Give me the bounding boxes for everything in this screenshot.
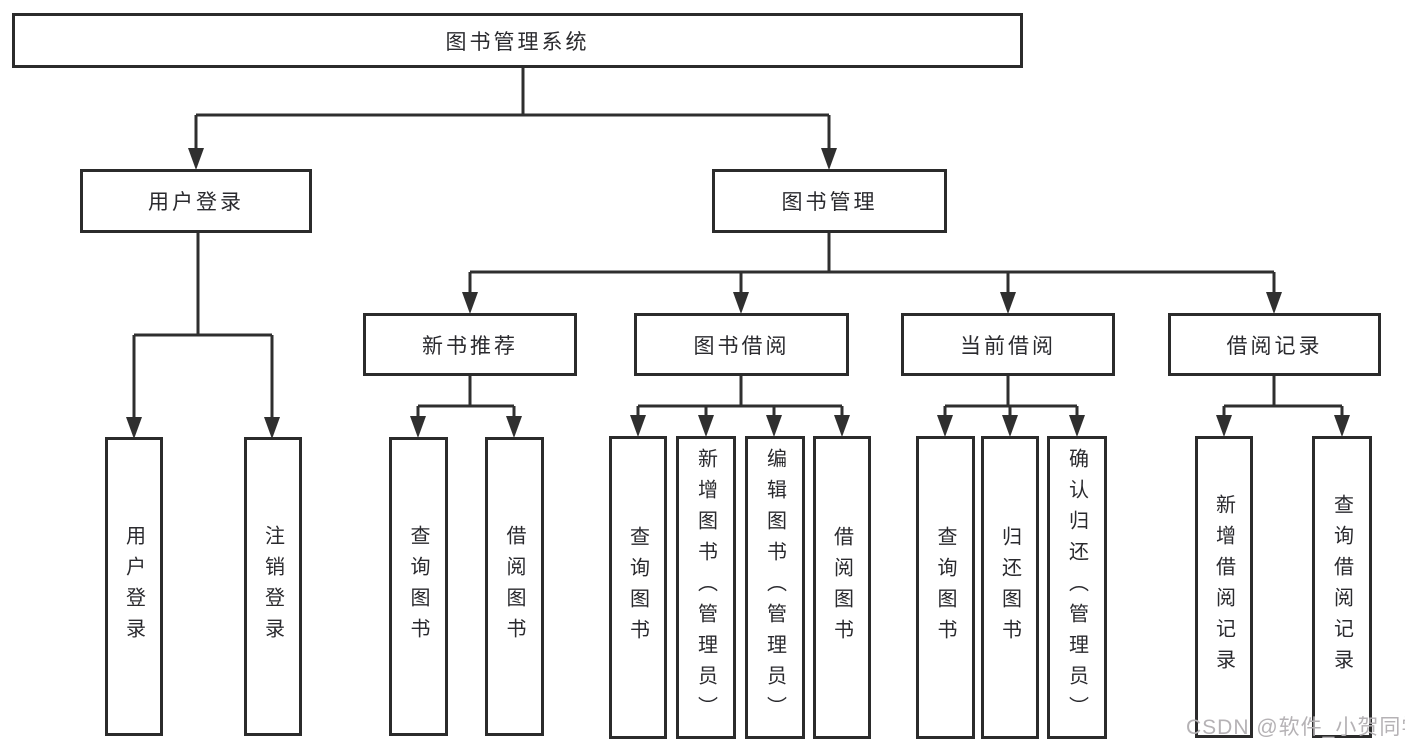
connector-root-split xyxy=(188,68,837,170)
csdn-watermark: CSDN @软件_小贺同学 xyxy=(1186,716,1405,739)
connector-current-borrow-split xyxy=(937,376,1085,437)
connector-borrow-records-split xyxy=(1216,376,1350,437)
leaf-recommend-query-book: 查询图书 xyxy=(389,437,448,736)
leaf-current-query-book: 查询图书 xyxy=(916,436,975,739)
node-root: 图书管理系统 xyxy=(12,13,1023,68)
node-borrow-records: 借阅记录 xyxy=(1168,313,1381,376)
node-book-borrow: 图书借阅 xyxy=(634,313,849,376)
connector-user-login-split xyxy=(126,233,280,439)
connector-book-management-split xyxy=(462,233,1282,314)
leaf-user-login: 用户登录 xyxy=(105,437,163,736)
connector-new-book-recommend-split xyxy=(410,376,522,438)
leaf-return-book: 归还图书 xyxy=(981,436,1039,739)
node-current-borrow: 当前借阅 xyxy=(901,313,1115,376)
leaf-add-book-admin: 新增图书（管理员） xyxy=(676,436,736,739)
leaf-borrow-book: 借阅图书 xyxy=(813,436,871,739)
leaf-confirm-return-admin: 确认归还（管理员） xyxy=(1047,436,1107,739)
leaf-edit-book-admin: 编辑图书（管理员） xyxy=(745,436,805,739)
connector-book-borrow-split xyxy=(630,376,850,437)
node-new-book-recommend: 新书推荐 xyxy=(363,313,577,376)
leaf-add-borrow-record: 新增借阅记录 xyxy=(1195,436,1253,738)
node-user-login: 用户登录 xyxy=(80,169,312,233)
leaf-query-borrow-record: 查询借阅记录 xyxy=(1312,436,1372,738)
leaf-logout: 注销登录 xyxy=(244,437,302,736)
node-book-management: 图书管理 xyxy=(712,169,947,233)
leaf-recommend-borrow-book: 借阅图书 xyxy=(485,437,544,736)
leaf-borrow-query-book: 查询图书 xyxy=(609,436,667,739)
